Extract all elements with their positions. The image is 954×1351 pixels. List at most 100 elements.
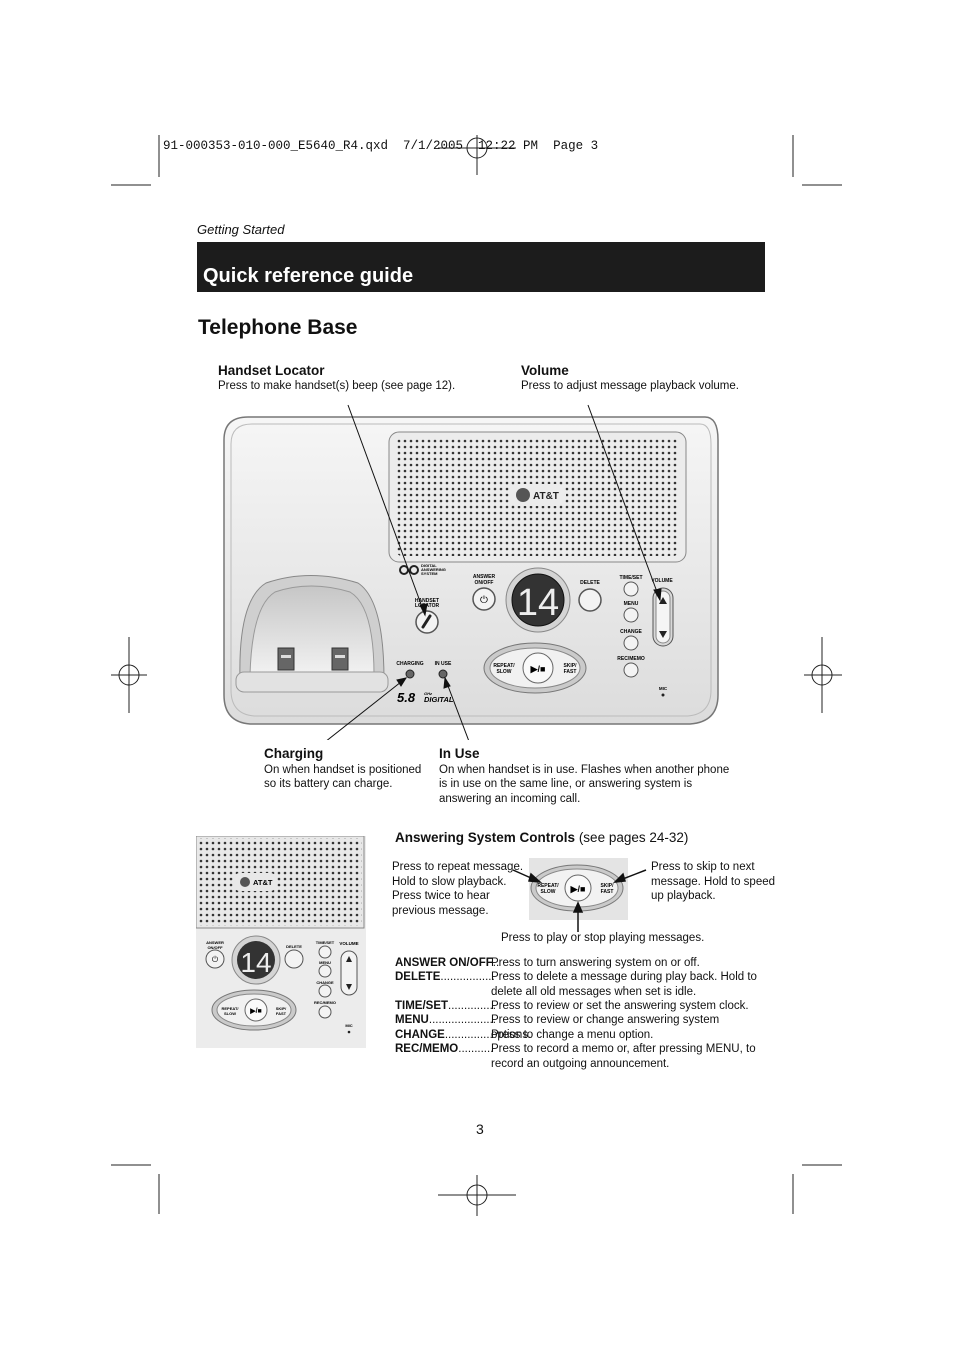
svg-text:MENU: MENU [319, 960, 331, 965]
svg-text:ANSWER: ANSWER [473, 574, 496, 580]
svg-text:ANSWERING: ANSWERING [421, 567, 446, 572]
repeat-note-line: Press to repeat message. [392, 861, 524, 873]
svg-text:ANSWER: ANSWER [206, 940, 224, 945]
control-desc: delete all old messages when set is idle… [491, 985, 697, 998]
control-row-answer: ANSWER ON/OFF.. Press to turn answering … [395, 956, 765, 971]
att-logo: AT&T [533, 491, 559, 502]
svg-text:LOCATOR: LOCATOR [415, 603, 440, 609]
svg-text:SKIP/: SKIP/ [276, 1006, 287, 1011]
control-desc: Press to turn answering system on or off… [491, 957, 700, 969]
message-counter-display: 14 [517, 582, 559, 624]
control-key: MENU [395, 1014, 429, 1026]
repeat-note: Press to repeat message. Hold to slow pl… [392, 860, 523, 918]
svg-text:TIME/SET: TIME/SET [316, 940, 335, 945]
handset-locator-text: Press to make handset(s) beep (see page … [218, 380, 456, 392]
svg-text:VOLUME: VOLUME [651, 578, 673, 584]
title-banner: Quick reference guide [197, 242, 765, 292]
svg-text:MIC: MIC [659, 686, 668, 691]
svg-text:ON/OFF: ON/OFF [207, 945, 223, 950]
svg-text:CHARGING: CHARGING [396, 661, 423, 667]
svg-text:SLOW: SLOW [541, 889, 556, 895]
charging-line2: so its battery can charge. [264, 778, 393, 790]
control-leader: ............... [448, 1000, 496, 1012]
control-key: ANSWER ON/OFF [395, 957, 493, 969]
repeat-note-line: Press twice to hear [392, 890, 490, 902]
answer-on-off-button [472, 587, 496, 611]
svg-text:FAST: FAST [564, 669, 577, 675]
page-number: 3 [476, 1121, 484, 1137]
section-label: Getting Started [197, 222, 285, 237]
svg-text:▶/■: ▶/■ [249, 1008, 262, 1015]
power-icon-detail: ⏻ [212, 955, 219, 964]
svg-text:REPEAT/: REPEAT/ [221, 1006, 239, 1011]
in-use-title: In Use [439, 746, 480, 761]
svg-text:SLOW: SLOW [224, 1011, 236, 1016]
control-row-delete: DELETE................. Press to delete … [395, 970, 765, 998]
play-note: Press to play or stop playing messages. [501, 932, 705, 944]
answering-controls-pages: (see pages 24-32) [578, 830, 689, 845]
control-desc: record an outgoing announcement. [491, 1057, 670, 1070]
svg-text:GHz: GHz [424, 691, 432, 696]
control-row-menu: MENU..................... Press to revie… [395, 1013, 765, 1041]
rec-memo-button [623, 662, 639, 678]
change-button [623, 635, 639, 651]
control-desc: Press to delete a message during play ba… [491, 971, 757, 983]
control-key: DELETE [395, 971, 441, 983]
repeat-note-line: previous message. [392, 904, 489, 917]
control-leader: ........... [458, 1043, 494, 1055]
print-slug: 91-000353-010-000_E5640_R4.qxd 7/1/2005 … [163, 139, 599, 153]
power-icon: ⏻ [480, 595, 488, 606]
repeat-note-line: Hold to slow playback. [392, 875, 507, 888]
answering-controls-heading: Answering System Controls (see pages 24-… [395, 830, 688, 845]
telephone-base-illustration: AT&T DIGITAL ANSWERING SYSTEM ANSWER ON/… [223, 404, 719, 740]
in-use-line2: is in use on the same line, or answering… [439, 778, 693, 790]
handset-locator-title: Handset Locator [218, 363, 325, 378]
skip-note-line: message. Hold to speed [651, 875, 776, 888]
control-desc: Press to review or set the answering sys… [491, 1000, 749, 1012]
svg-text:SLOW: SLOW [497, 669, 512, 675]
svg-text:REPEAT/: REPEAT/ [493, 663, 515, 669]
svg-text:SKIP/: SKIP/ [563, 663, 577, 669]
svg-text:ON/OFF: ON/OFF [475, 580, 494, 586]
answering-controls-title: Answering System Controls [395, 830, 576, 845]
playback-buttons-closeup: REPEAT/ SLOW SKIP/ FAST ▶/■ [512, 858, 647, 932]
svg-text:REPEAT/: REPEAT/ [537, 883, 559, 889]
charging-led [405, 669, 415, 679]
svg-text:REC/MEMO: REC/MEMO [617, 656, 645, 662]
charging-title: Charging [264, 746, 324, 761]
svg-text:CHANGE: CHANGE [316, 980, 334, 985]
play-stop-button [522, 652, 554, 684]
banner-title: Quick reference guide [203, 265, 414, 287]
svg-text:CHANGE: CHANGE [620, 629, 642, 635]
model-number: 5.8 [397, 690, 416, 705]
in-use-led [438, 669, 448, 679]
svg-text:SYSTEM: SYSTEM [421, 571, 438, 576]
svg-text:DELETE: DELETE [580, 580, 600, 586]
menu-button [623, 607, 639, 623]
svg-text:▶/■: ▶/■ [570, 884, 586, 894]
control-leader: .. [492, 957, 500, 969]
volume-text: Press to adjust message playback volume. [521, 380, 739, 392]
control-desc: Press to change a menu option. [491, 1029, 654, 1041]
svg-text:MIC: MIC [345, 1023, 352, 1028]
svg-text:DIGITAL: DIGITAL [421, 563, 437, 568]
volume-up-icon [659, 597, 667, 604]
answering-controls-detail: AT&T ANSWER ON/OFF ⏻ 14 DELETE TIME/SET … [196, 836, 366, 1048]
control-leader: ..................... [428, 1014, 496, 1026]
page-subheading: Telephone Base [198, 316, 358, 339]
control-row-timeset: TIME/SET............... Press to review … [395, 999, 765, 1014]
svg-text:FAST: FAST [276, 1011, 287, 1016]
svg-text:FAST: FAST [601, 889, 614, 895]
model-word: DIGITAL [424, 695, 454, 704]
microphone [661, 693, 665, 697]
handset-icon [421, 614, 432, 629]
svg-text:TIME/SET: TIME/SET [619, 575, 642, 581]
skip-note: Press to skip to next message. Hold to s… [651, 860, 775, 904]
control-row-change: CHANGE............... Press to change a … [395, 1028, 765, 1043]
control-desc: Press to review or change answering syst… [491, 1014, 720, 1041]
control-row-recmemo: REC/MEMO........... Press to record a me… [395, 1042, 765, 1070]
control-leader: ............... [444, 1029, 493, 1041]
skip-note-line: up playback. [651, 890, 716, 902]
charging-contact-right [331, 647, 349, 671]
